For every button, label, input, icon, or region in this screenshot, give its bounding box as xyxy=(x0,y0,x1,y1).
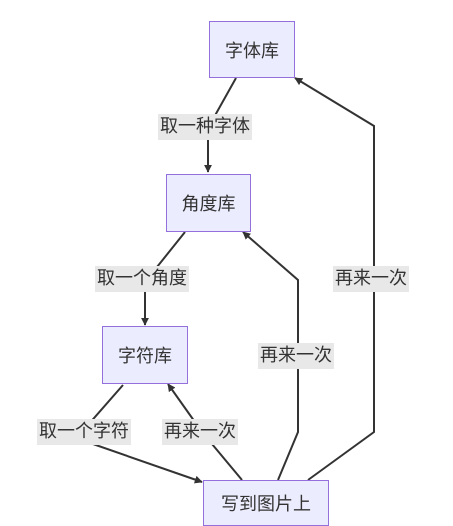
node-write-to-image-label: 写到图片上 xyxy=(221,494,311,515)
edge-label-again-to-char: 再来一次 xyxy=(162,419,238,445)
edge-label-pick-angle: 取一个角度 xyxy=(95,266,189,292)
edge-label-again-to-font: 再来一次 xyxy=(333,266,409,292)
edge-label-pick-font: 取一种字体 xyxy=(158,114,252,140)
edge-label-pick-char: 取一个字符 xyxy=(37,419,131,445)
node-font-library-label: 字体库 xyxy=(225,40,279,62)
node-char-library-label: 字符库 xyxy=(118,346,172,367)
node-angle-library-label: 角度库 xyxy=(181,194,236,215)
node-font-library: 字体库 xyxy=(209,21,295,78)
node-angle-library: 角度库 xyxy=(166,174,251,232)
node-char-library: 字符库 xyxy=(102,326,188,384)
edge-label-again-to-angle: 再来一次 xyxy=(258,343,334,369)
node-write-to-image: 写到图片上 xyxy=(203,480,329,526)
